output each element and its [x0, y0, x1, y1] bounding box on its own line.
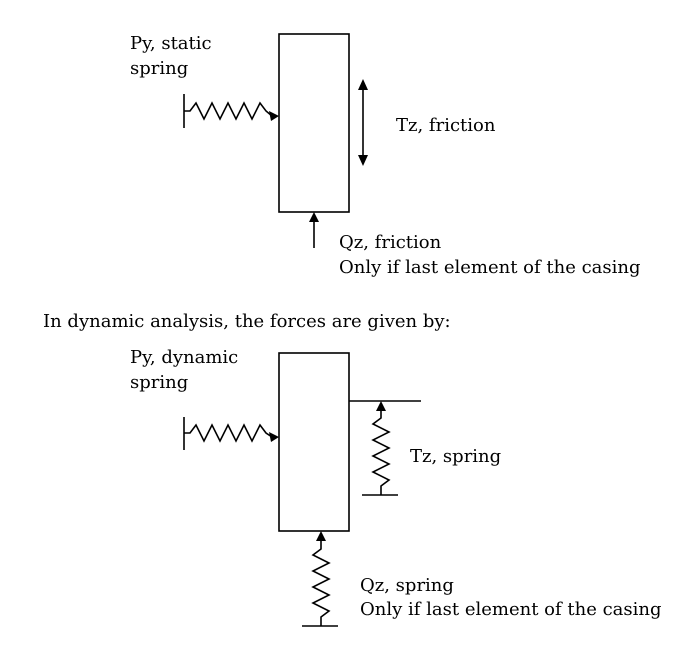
static-qz-label-line1: Qz, friction	[339, 232, 442, 253]
static-qz-arrowhead	[309, 212, 319, 222]
dynamic-caption: In dynamic analysis, the forces are give…	[43, 311, 451, 332]
static-py-label-line2: spring	[130, 58, 189, 79]
dynamic-tz-spring	[371, 410, 391, 495]
dynamic-casing-element	[278, 352, 350, 532]
dynamic-py-label-line1: Py, dynamic	[130, 347, 239, 368]
static-qz-label-line2: Only if last element of the casing	[339, 257, 641, 278]
static-tz-arrowhead-up	[358, 79, 368, 90]
static-py-arrowhead	[269, 111, 279, 121]
static-py-spring	[184, 101, 273, 121]
static-tz-label: Tz, friction	[396, 115, 496, 136]
dynamic-py-spring	[184, 423, 273, 443]
dynamic-qz-spring	[311, 541, 331, 626]
dynamic-py-label-line2: spring	[130, 372, 189, 393]
dynamic-qz-arrowhead	[316, 531, 326, 541]
static-py-label-line1: Py, static	[130, 33, 212, 54]
dynamic-qz-label-line1: Qz, spring	[360, 575, 454, 596]
dynamic-tz-arrowhead	[376, 401, 386, 411]
dynamic-py-arrowhead	[269, 432, 279, 442]
static-casing-element	[278, 33, 350, 213]
static-tz-arrowhead-down	[358, 155, 368, 166]
dynamic-tz-label: Tz, spring	[410, 446, 502, 467]
dynamic-qz-label-line2: Only if last element of the casing	[360, 599, 662, 620]
